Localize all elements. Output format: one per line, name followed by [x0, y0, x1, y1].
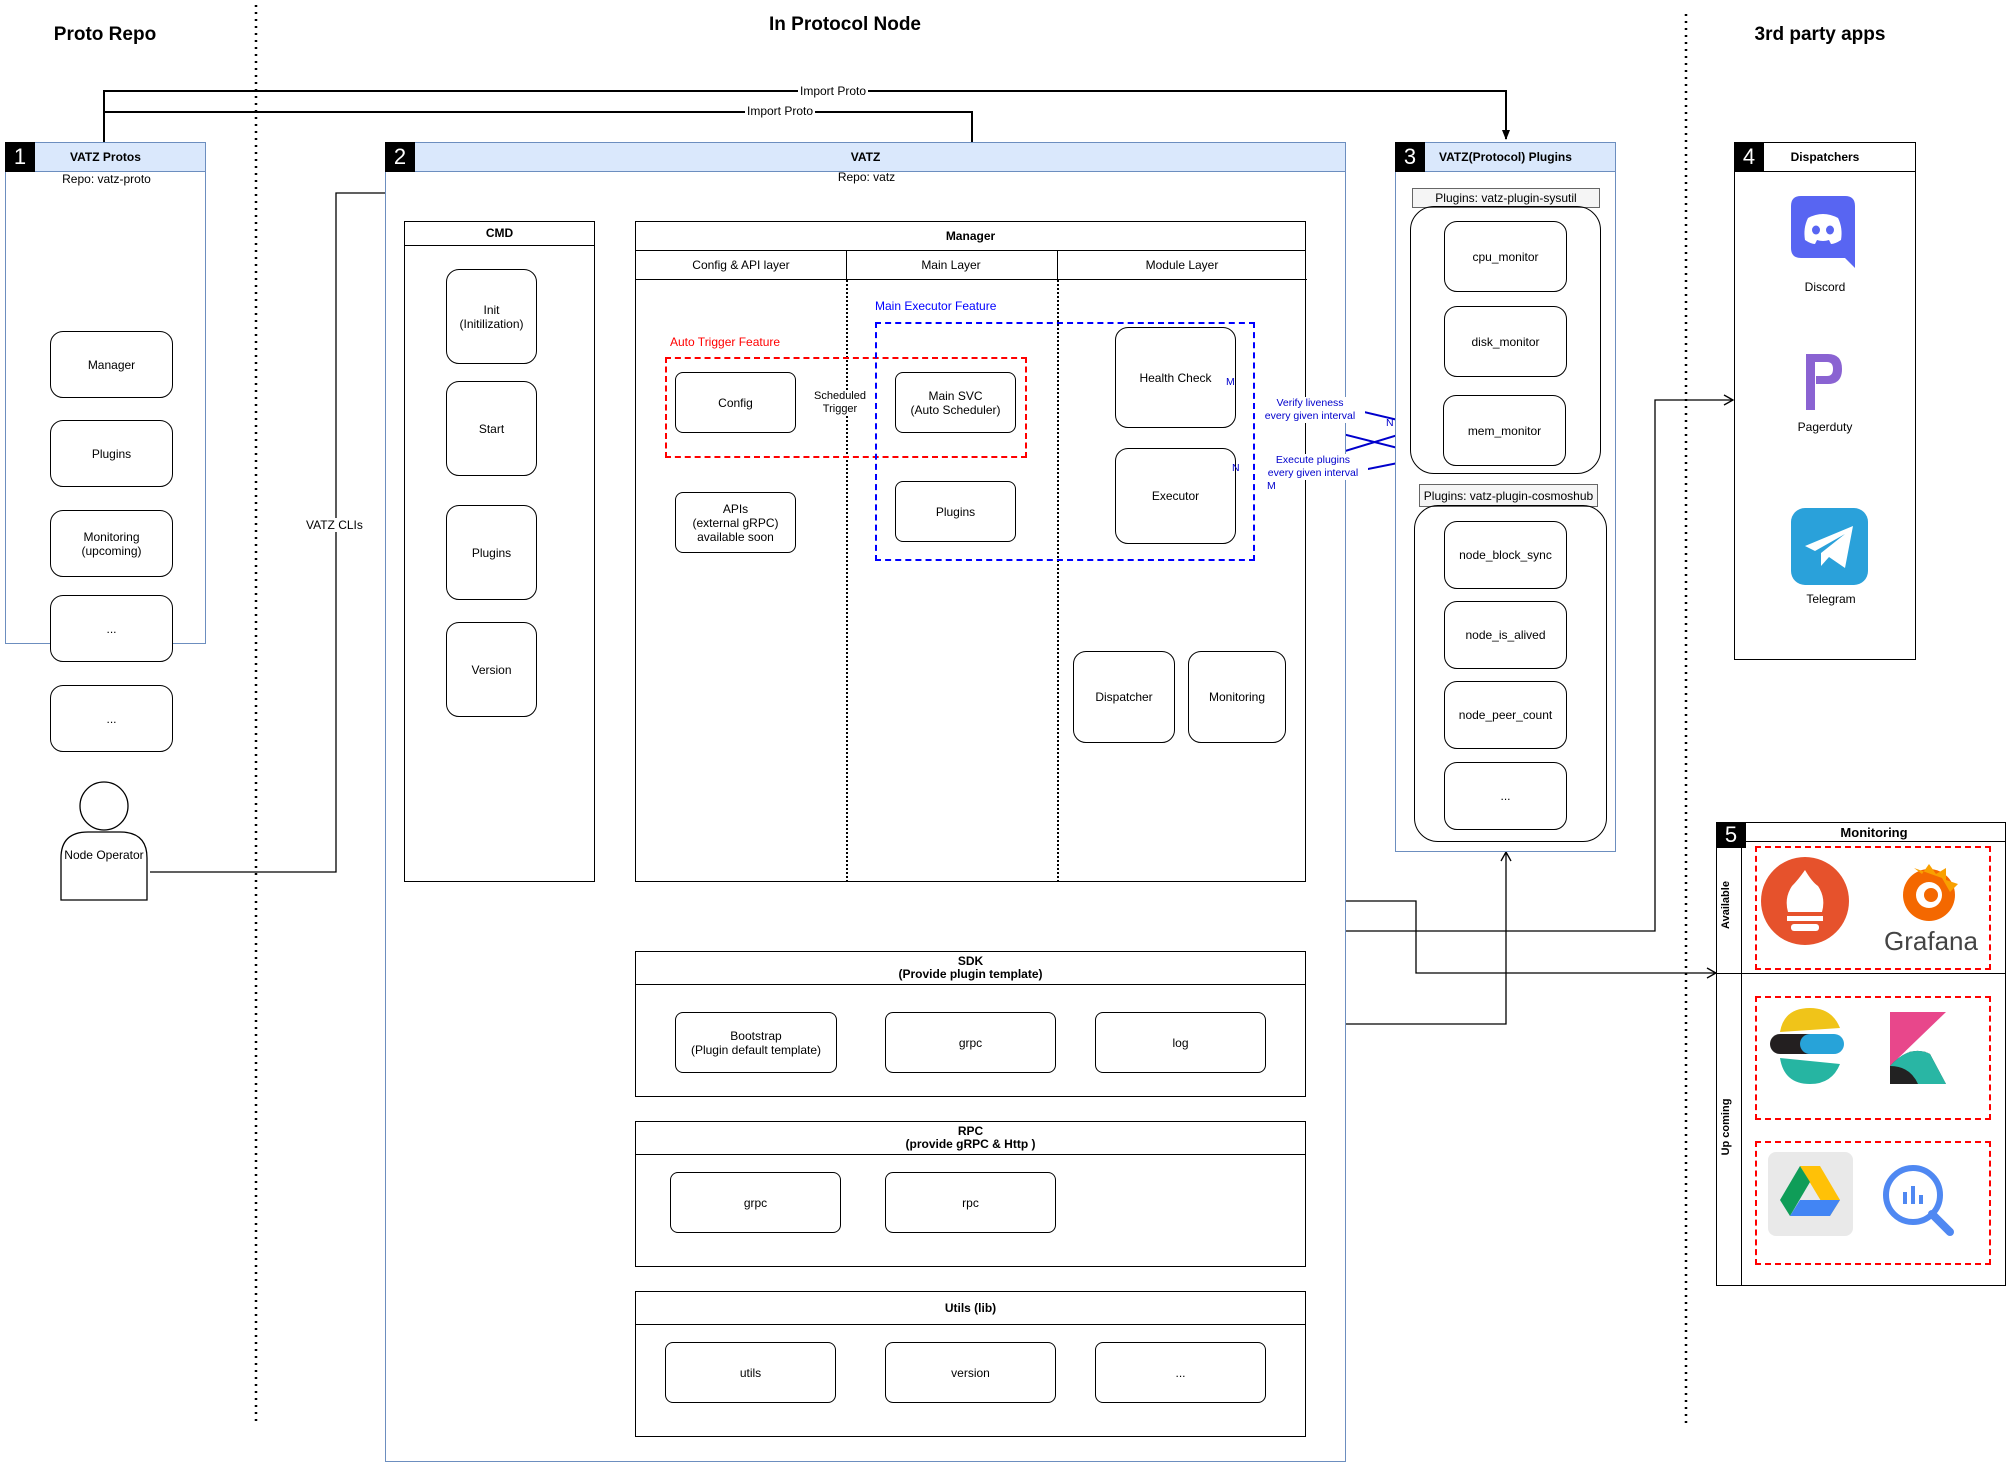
sysutil-plugin-2[interactable]: mem_monitor: [1443, 395, 1566, 466]
node-operator: Node Operator: [58, 778, 150, 902]
cmd-title: CMD: [405, 222, 594, 246]
utils-item-0[interactable]: utils: [665, 1342, 836, 1403]
monitoring-box[interactable]: Monitoring: [1188, 651, 1286, 743]
scheduled-trigger-label: Scheduled Trigger: [805, 390, 875, 416]
dispatcher-box[interactable]: Dispatcher: [1073, 651, 1175, 743]
cmd-item-1[interactable]: Start: [446, 381, 537, 476]
vatz-protos-repo: Repo: vatz-proto: [62, 172, 151, 186]
main-executor-feature-box: [875, 322, 1255, 561]
prometheus-icon: [1760, 856, 1850, 946]
discord-label: Discord: [1804, 280, 1846, 294]
rpc-item-1[interactable]: rpc: [885, 1172, 1056, 1233]
sdk-to-plugins: [1306, 850, 1512, 1025]
telegram-label: Telegram: [1806, 592, 1856, 606]
executor-box[interactable]: Executor: [1115, 448, 1236, 544]
google-drive-icon: [1768, 1152, 1853, 1236]
vatz-repo: Repo: vatz: [837, 170, 896, 184]
main-executor-label: Main Executor Feature: [875, 299, 997, 313]
pagerduty-label: Pagerduty: [1797, 420, 1853, 434]
panel-number-3: 3: [1395, 142, 1425, 172]
sdk-item-2[interactable]: log: [1095, 1012, 1266, 1073]
panel-number-1: 1: [5, 142, 35, 172]
cosmoshub-plugin-3[interactable]: ...: [1444, 762, 1567, 830]
auto-trigger-feature-box: [665, 357, 1027, 458]
sdk-item-0[interactable]: Bootstrap (Plugin default template): [675, 1012, 837, 1073]
cosmoshub-plugin-2[interactable]: node_peer_count: [1444, 681, 1567, 749]
vatz-title: VATZ: [386, 143, 1345, 172]
monitoring-panel-title: Monitoring: [1717, 823, 2005, 842]
cardinality-n1: N: [1386, 417, 1394, 429]
proto-item-2[interactable]: Monitoring (upcoming): [50, 510, 173, 577]
manager-plugins-box[interactable]: Plugins: [895, 481, 1016, 542]
protocol-plugins-title: VATZ(Protocol) Plugins: [1396, 143, 1615, 172]
cosmoshub-label: Plugins: vatz-plugin-cosmoshub: [1419, 484, 1598, 507]
panel-number-4: 4: [1734, 142, 1764, 172]
sysutil-plugin-0[interactable]: cpu_monitor: [1444, 221, 1567, 292]
section-title-third-party: 3rd party apps: [1754, 24, 1886, 45]
proto-item-4[interactable]: ...: [50, 685, 173, 752]
import-proto-label-1: Import Proto: [798, 84, 869, 98]
dispatchers-title: Dispatchers: [1735, 143, 1915, 172]
manager-columns: Config & API layer Main Layer Module Lay…: [636, 251, 1307, 280]
node-operator-label: Node Operator: [64, 848, 144, 862]
cosmoshub-plugin-1[interactable]: node_is_alived: [1444, 601, 1567, 669]
pagerduty-icon: [1804, 352, 1844, 410]
auto-trigger-label: Auto Trigger Feature: [670, 335, 781, 349]
cmd-item-0[interactable]: Init (Initilization): [446, 269, 537, 364]
discord-icon: [1791, 196, 1855, 268]
elastic-icon: [1770, 1006, 1844, 1086]
cardinality-m2: M: [1267, 480, 1276, 492]
utils-title: Utils (lib): [636, 1292, 1305, 1325]
proto-item-1[interactable]: Plugins: [50, 420, 173, 487]
verify-liveness-label: Verify liveness every given interval: [1255, 397, 1365, 423]
available-label: Available: [1720, 881, 1732, 929]
user-icon: [60, 781, 148, 901]
column-divider-2: [1057, 280, 1059, 882]
cardinality-n2: N: [1232, 462, 1240, 474]
import-proto-label-2: Import Proto: [745, 104, 816, 118]
section-title-protocol-node: In Protocol Node: [769, 14, 921, 35]
rpc-title: RPC (provide gRPC & Http ): [636, 1122, 1305, 1155]
execute-plugins-label: Execute plugins every given interval: [1258, 454, 1368, 480]
sysutil-plugin-1[interactable]: disk_monitor: [1444, 306, 1567, 377]
cmd-item-2[interactable]: Plugins: [446, 505, 537, 600]
sysutil-label: Plugins: vatz-plugin-sysutil: [1412, 188, 1600, 208]
grafana-icon: [1894, 858, 1964, 930]
column-config-api: Config & API layer: [692, 258, 790, 272]
proto-item-0[interactable]: Manager: [50, 331, 173, 398]
sdk-item-1[interactable]: grpc: [885, 1012, 1056, 1073]
cosmoshub-plugin-0[interactable]: node_block_sync: [1444, 521, 1567, 589]
grafana-wordmark: Grafana: [1884, 926, 1978, 956]
rpc-item-0[interactable]: grpc: [670, 1172, 841, 1233]
proto-item-3[interactable]: ...: [50, 595, 173, 662]
health-check-box[interactable]: Health Check: [1115, 327, 1236, 428]
column-module: Module Layer: [1145, 258, 1219, 272]
main-svc-box[interactable]: Main SVC (Auto Scheduler): [895, 372, 1016, 433]
panel-number-2: 2: [385, 142, 415, 172]
config-box[interactable]: Config: [675, 372, 796, 433]
sysutil-group: [1410, 206, 1601, 474]
upcoming-group-2: [1755, 1141, 1991, 1265]
apis-box[interactable]: APIs (external gRPC) available soon: [675, 492, 796, 553]
vatz-protos-title: VATZ Protos: [6, 143, 205, 172]
upcoming-group-1: [1755, 996, 1991, 1120]
vatz-clis-label: VATZ CLIs: [304, 518, 365, 532]
bigquery-icon: [1882, 1164, 1958, 1240]
cosmoshub-group: [1414, 505, 1607, 842]
utils-item-2[interactable]: ...: [1095, 1342, 1266, 1403]
column-main: Main Layer: [921, 258, 981, 272]
upcoming-label: Up coming: [1720, 1098, 1732, 1156]
utils-item-1[interactable]: version: [885, 1342, 1056, 1403]
available-group: [1755, 846, 1991, 970]
sdk-title: SDK (Provide plugin template): [636, 952, 1305, 985]
kibana-icon: [1888, 1010, 1948, 1084]
cardinality-m1: M: [1226, 376, 1235, 388]
manager-title: Manager: [636, 222, 1305, 251]
section-title-proto-repo: Proto Repo: [53, 24, 157, 45]
cmd-item-3[interactable]: Version: [446, 622, 537, 717]
column-divider-1: [846, 280, 848, 882]
telegram-icon: [1791, 508, 1868, 585]
